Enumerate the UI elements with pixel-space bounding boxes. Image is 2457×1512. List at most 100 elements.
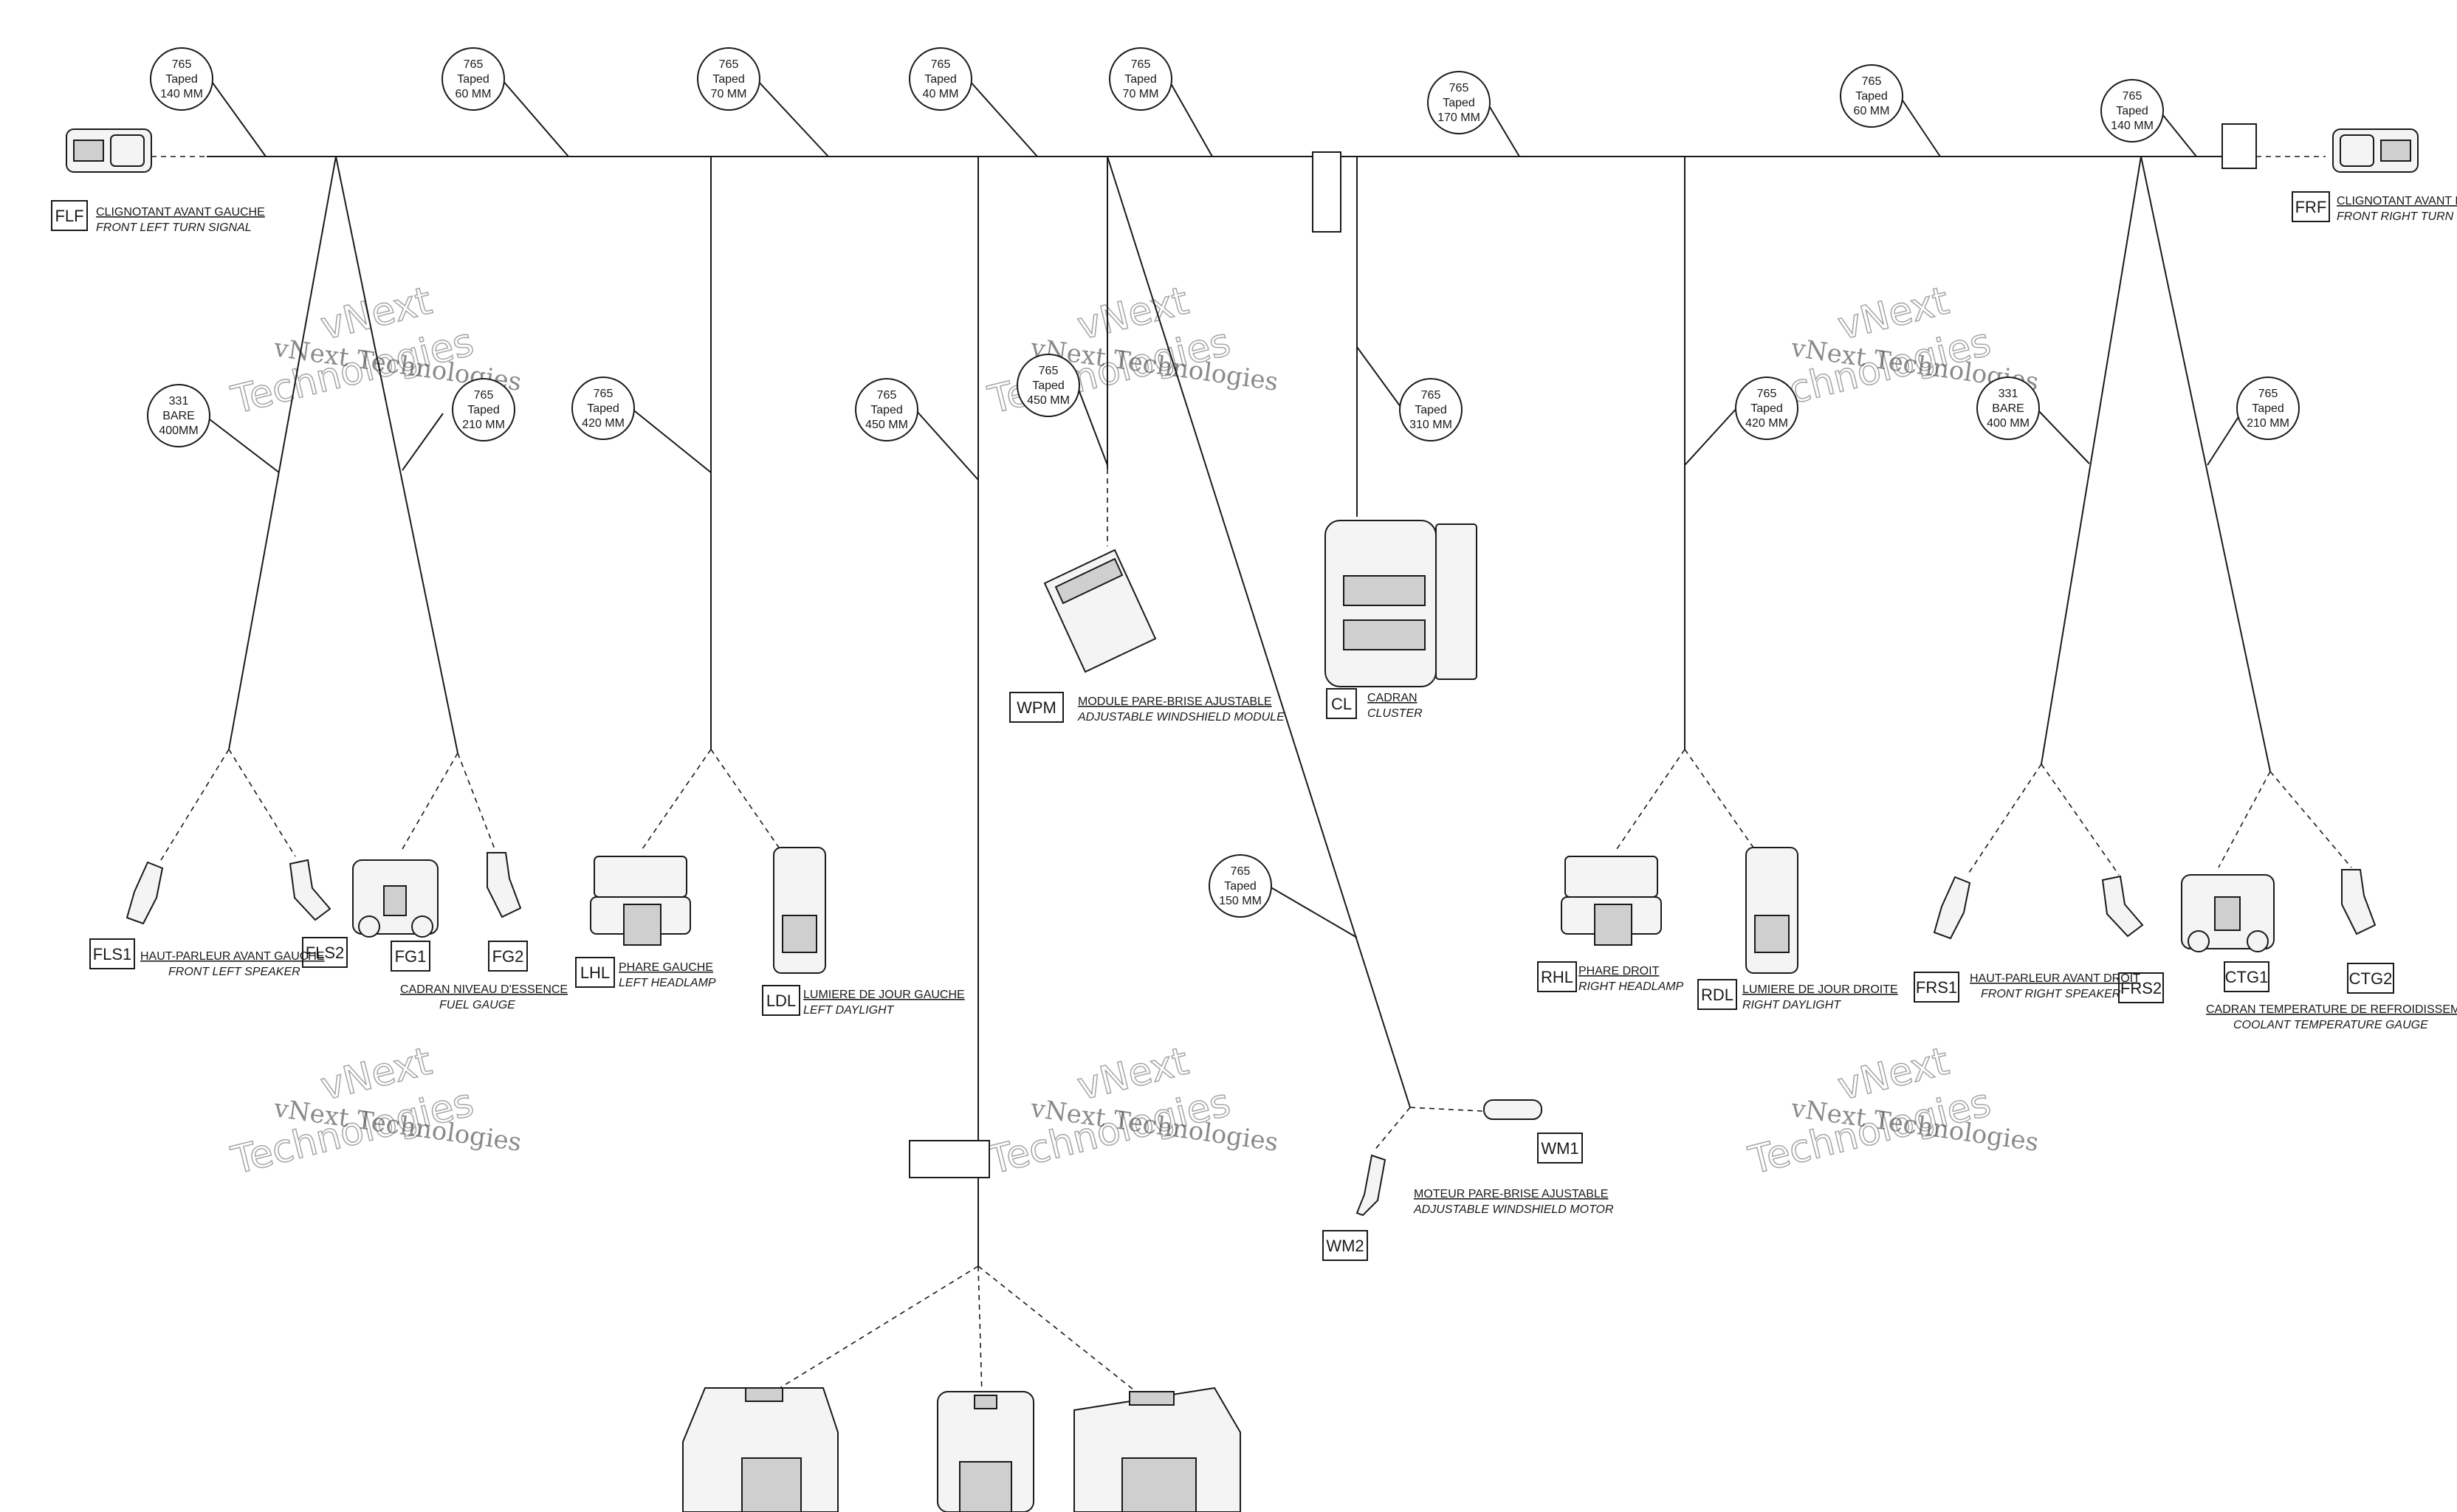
- svg-text:Taped: Taped: [712, 73, 745, 86]
- svg-text:FLS1: FLS1: [93, 945, 132, 963]
- svg-text:CADRAN TEMPERATURE DE REFROIDI: CADRAN TEMPERATURE DE REFROIDISSEMENT: [2206, 1003, 2457, 1016]
- bottom-connector-left-icon: [682, 1387, 839, 1512]
- svg-text:70 MM: 70 MM: [711, 88, 747, 100]
- label-frf: FRF CLIGNOTANT AVANT DROIT FRONT RIGHT T…: [2292, 191, 2457, 223]
- svg-text:ADJUSTABLE WINDSHIELD MOTOR: ADJUSTABLE WINDSHIELD MOTOR: [1413, 1203, 1614, 1216]
- svg-text:BARE: BARE: [1992, 402, 2024, 415]
- label-rdl: RDL LUMIERE DE JOUR DROITE RIGHT DAYLIGH…: [1697, 979, 1898, 1011]
- svg-text:Taped: Taped: [2116, 105, 2148, 117]
- svg-text:170 MM: 170 MM: [1437, 111, 1480, 124]
- coolant-gauge-connector-2-icon: [2341, 869, 2377, 935]
- svg-text:LEFT DAYLIGHT: LEFT DAYLIGHT: [803, 1004, 895, 1017]
- svg-text:765: 765: [1131, 58, 1151, 71]
- main-trunk: [151, 123, 2326, 233]
- svg-text:CLUSTER: CLUSTER: [1367, 707, 1423, 720]
- length-bubble: 765 Taped 450 MM: [1017, 354, 1108, 466]
- svg-text:HAUT-PARLEUR AVANT DROIT: HAUT-PARLEUR AVANT DROIT: [1970, 972, 2140, 985]
- fuel-gauge-connector-1-icon: [352, 859, 439, 938]
- bottom-connector-right-icon: [1073, 1386, 1241, 1512]
- length-bubble: 765 Taped 140 MM: [2100, 79, 2197, 157]
- length-bubble: 765 Taped 420 MM: [571, 377, 712, 473]
- front-right-speaker-terminal-1-icon: [1933, 876, 1971, 940]
- svg-text:RIGHT HEADLAMP: RIGHT HEADLAMP: [1578, 980, 1684, 993]
- svg-text:150 MM: 150 MM: [1219, 895, 1262, 907]
- windshield-module-connector-icon: [1043, 549, 1157, 673]
- svg-text:Taped: Taped: [1224, 880, 1257, 893]
- svg-text:450 MM: 450 MM: [865, 419, 908, 431]
- svg-text:PHARE GAUCHE: PHARE GAUCHE: [619, 961, 713, 974]
- svg-text:400 MM: 400 MM: [1987, 417, 2030, 430]
- svg-text:FRONT RIGHT TURN SIGNAL: FRONT RIGHT TURN SIGNAL: [2337, 210, 2457, 223]
- label-ctg: CTG1 CTG2 CADRAN TEMPERATURE DE REFROIDI…: [2206, 961, 2457, 1031]
- svg-text:WM2: WM2: [1326, 1237, 1364, 1255]
- svg-text:CTG2: CTG2: [2349, 969, 2393, 988]
- svg-text:Taped: Taped: [1415, 404, 1447, 416]
- length-bubble: 765 Taped 60 MM: [441, 47, 569, 157]
- fuel-gauge-connector-2-icon: [487, 852, 522, 918]
- coolant-gauge-connector-1-icon: [2181, 874, 2275, 952]
- svg-text:Taped: Taped: [1443, 97, 1475, 109]
- length-bubble: 765 Taped 210 MM: [402, 378, 515, 471]
- label-fls: FLS1 FLS2 HAUT-PARLEUR AVANT GAUCHE FRON…: [89, 937, 348, 978]
- label-flf: FLF CLIGNOTANT AVANT GAUCHE FRONT LEFT T…: [51, 200, 265, 234]
- svg-text:FG1: FG1: [395, 947, 427, 966]
- svg-text:765: 765: [2123, 90, 2142, 103]
- svg-text:Taped: Taped: [467, 404, 500, 416]
- svg-text:Taped: Taped: [1124, 73, 1157, 86]
- svg-text:310 MM: 310 MM: [1409, 419, 1452, 431]
- svg-text:Taped: Taped: [457, 73, 489, 86]
- svg-text:FG2: FG2: [492, 947, 524, 966]
- length-bubble: 765 Taped 450 MM: [855, 378, 979, 481]
- svg-text:Taped: Taped: [1750, 402, 1783, 415]
- svg-text:420 MM: 420 MM: [582, 417, 625, 430]
- svg-text:LEFT HEADLAMP: LEFT HEADLAMP: [619, 977, 716, 989]
- length-bubble: 765 Taped 210 MM: [2207, 377, 2300, 466]
- svg-text:COOLANT TEMPERATURE GAUGE: COOLANT TEMPERATURE GAUGE: [2233, 1019, 2428, 1031]
- svg-text:CTG1: CTG1: [2225, 968, 2269, 986]
- svg-text:765: 765: [1421, 389, 1441, 402]
- label-wm: WM1 WM2 MOTEUR PARE-BRISE AJUSTABLE ADJU…: [1322, 1133, 1614, 1261]
- watermark-bottom-right: Technologies vNext vNext Technologies: [1744, 1039, 2041, 1184]
- left-headlamp-connector-icon: [590, 856, 691, 946]
- length-bubble: 765 Taped 40 MM: [909, 47, 1038, 157]
- trunk-clip-lower: [909, 1140, 990, 1178]
- left-daylight-connector-icon: [773, 847, 826, 974]
- svg-text:420 MM: 420 MM: [1745, 417, 1788, 430]
- label-wpm: WPM MODULE PARE-BRISE AJUSTABLE ADJUSTAB…: [1009, 692, 1285, 724]
- watermark-top-left: Technologies vNext vNext Technologies: [227, 278, 523, 424]
- length-bubble: 765 Taped 310 MM: [1356, 346, 1463, 441]
- svg-text:FRONT LEFT SPEAKER: FRONT LEFT SPEAKER: [168, 966, 300, 978]
- svg-text:765: 765: [172, 58, 192, 71]
- svg-text:Taped: Taped: [1032, 379, 1065, 392]
- svg-text:LUMIERE DE JOUR GAUCHE: LUMIERE DE JOUR GAUCHE: [803, 989, 965, 1001]
- length-bubble: 331 BARE 400 MM: [1976, 377, 2090, 464]
- svg-text:LDL: LDL: [766, 992, 796, 1010]
- svg-text:CADRAN NIVEAU D'ESSENCE: CADRAN NIVEAU D'ESSENCE: [400, 983, 568, 996]
- svg-text:Taped: Taped: [165, 73, 198, 86]
- svg-text:765: 765: [474, 389, 494, 402]
- svg-text:CADRAN: CADRAN: [1367, 692, 1418, 704]
- svg-text:765: 765: [594, 388, 614, 400]
- svg-text:Taped: Taped: [924, 73, 957, 86]
- svg-text:FRONT LEFT TURN SIGNAL: FRONT LEFT TURN SIGNAL: [96, 221, 252, 234]
- svg-text:765: 765: [877, 389, 897, 402]
- trunk-clip-right: [2221, 123, 2257, 169]
- front-right-speaker-terminal-2-icon: [2101, 875, 2144, 938]
- label-fg: FG1 FG2 CADRAN NIVEAU D'ESSENCE FUEL GAU…: [391, 941, 568, 1011]
- svg-text:140 MM: 140 MM: [160, 88, 203, 100]
- svg-text:FLF: FLF: [55, 207, 83, 225]
- svg-text:MODULE PARE-BRISE AJUSTABLE: MODULE PARE-BRISE AJUSTABLE: [1078, 695, 1272, 708]
- svg-text:765: 765: [1757, 388, 1777, 400]
- right-daylight-connector-icon: [1745, 847, 1798, 974]
- windshield-motor-terminal-2-icon: [1355, 1154, 1386, 1217]
- svg-text:210 MM: 210 MM: [2247, 417, 2289, 430]
- svg-text:FUEL GAUGE: FUEL GAUGE: [439, 999, 515, 1011]
- right-headlamp-connector-icon: [1561, 856, 1662, 946]
- svg-text:RHL: RHL: [1541, 968, 1573, 986]
- svg-text:PHARE DROIT: PHARE DROIT: [1578, 965, 1660, 977]
- length-bubble: 765 Taped 420 MM: [1684, 377, 1798, 466]
- svg-text:Taped: Taped: [1855, 90, 1888, 103]
- svg-text:WPM: WPM: [1017, 698, 1056, 717]
- svg-text:40 MM: 40 MM: [923, 88, 959, 100]
- label-lhl: LHL PHARE GAUCHE LEFT HEADLAMP: [575, 957, 716, 989]
